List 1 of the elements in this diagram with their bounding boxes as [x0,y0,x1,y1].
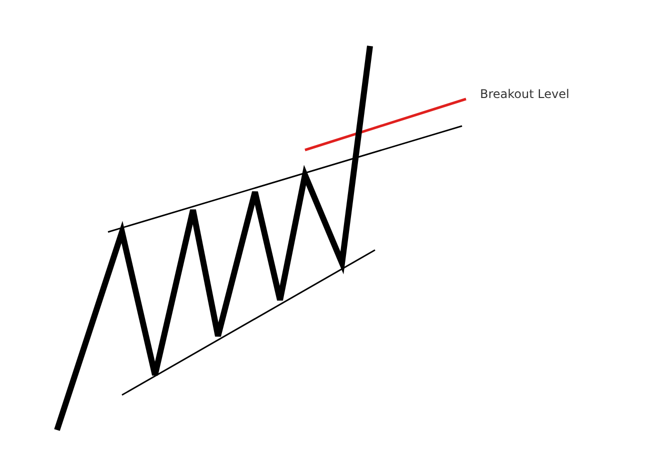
level-label: Breakout Level [480,87,570,101]
